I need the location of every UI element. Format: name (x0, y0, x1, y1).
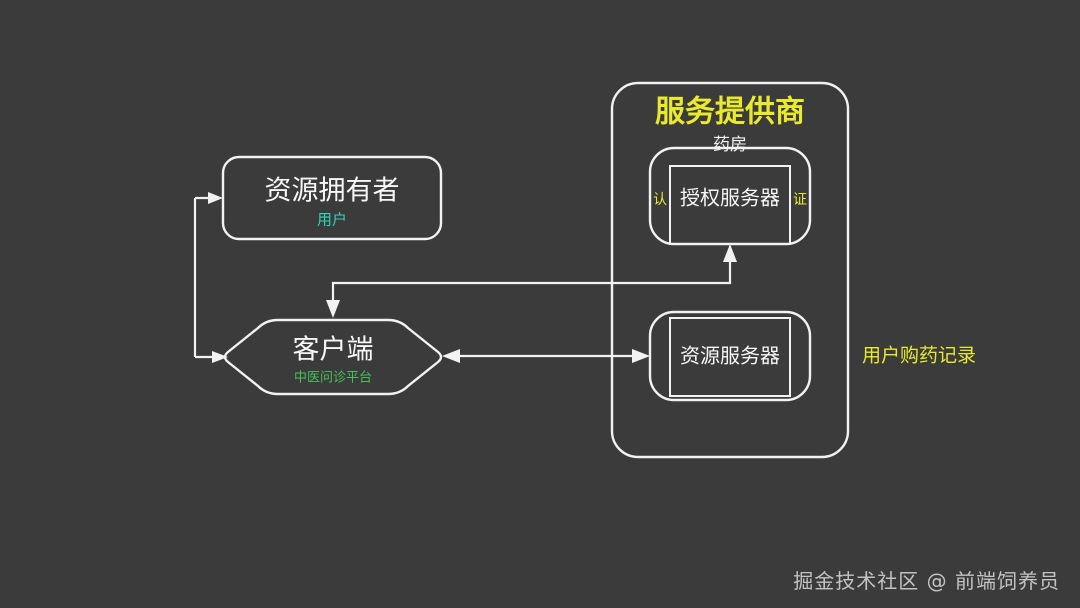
client-shape (223, 318, 443, 396)
service-provider-container (610, 81, 850, 459)
edge-client-resource-server (442, 349, 650, 363)
node-client[interactable]: 客户端 中医问诊平台 (223, 318, 443, 396)
purchase-record-note: 用户购药记录 (862, 345, 976, 367)
resource-owner-sublabel: 用户 (317, 211, 347, 229)
edge-client-to-authorization-server (326, 244, 737, 318)
watermark: 掘金技术社区 @ 前端饲养员 (793, 569, 1060, 593)
service-provider-subtitle: 药房 (713, 135, 747, 155)
client-auth-path (331, 258, 732, 300)
arrow-head-to-client-left (212, 351, 228, 363)
authorization-server-label: 授权服务器 (680, 186, 780, 210)
arrow-head-to-client-top (326, 300, 340, 318)
arrow-head-to-resource-owner (208, 192, 223, 204)
client-sublabel: 中医问诊平台 (294, 371, 372, 386)
resource-server-inner (669, 317, 791, 397)
resource-owner-label: 资源拥有者 (265, 176, 400, 207)
edge-left-bus (193, 192, 228, 363)
group-service-provider: 服务提供商 药房 (610, 81, 850, 459)
node-resource-owner[interactable]: 资源拥有者 用户 (221, 155, 443, 241)
authorization-server-right-tag: 证 (793, 192, 807, 208)
resource-server-label: 资源服务器 (680, 344, 780, 368)
service-provider-title: 服务提供商 (655, 95, 805, 130)
node-authorization-server[interactable]: 认 证 授权服务器 (648, 146, 812, 246)
client-label: 客户端 (293, 335, 374, 366)
arrow-head-to-client-right (442, 349, 460, 363)
arrow-head-to-resource-server (632, 349, 650, 363)
arrow-head-to-authorization-server (723, 244, 737, 262)
node-resource-server[interactable]: 资源服务器 (648, 310, 812, 402)
authorization-server-left-tag: 认 (653, 192, 667, 208)
